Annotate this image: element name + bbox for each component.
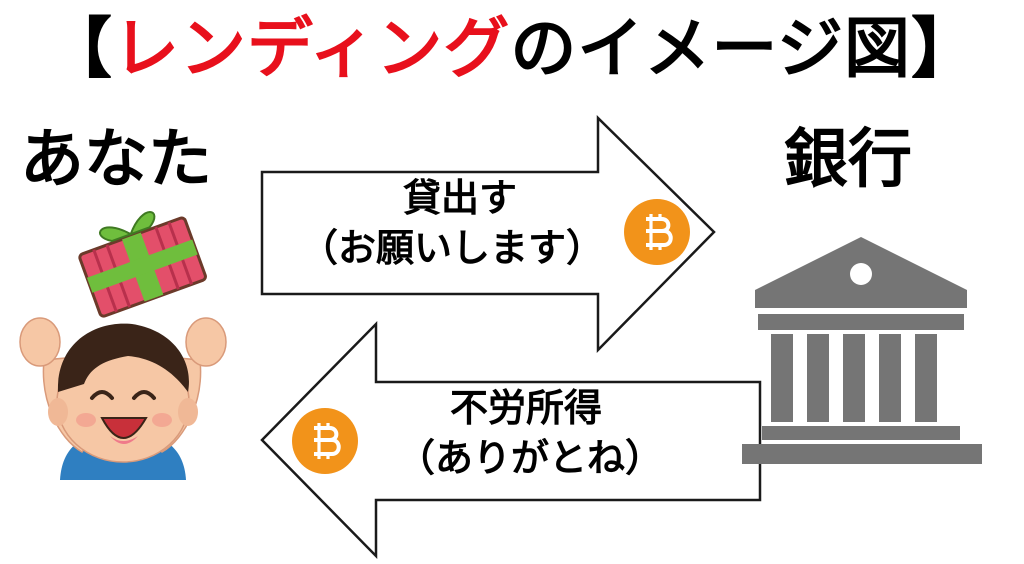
title-bracket-close: 】 bbox=[911, 10, 979, 87]
arrow-to-bank-label: 貸出す bbox=[402, 176, 517, 220]
gift-icon bbox=[78, 211, 207, 318]
you-label: あなた bbox=[20, 123, 212, 197]
page-title: 【レンディングのイメージ図】 bbox=[0, 6, 1024, 92]
bitcoin-icon bbox=[624, 199, 690, 265]
person-icon bbox=[19, 317, 227, 480]
arrow-to-bank-sublabel: （お願いします） bbox=[299, 226, 604, 270]
arrow-to-you-sublabel: （ありがとね） bbox=[396, 436, 663, 480]
bank-icon bbox=[742, 237, 982, 464]
title-bracket-open: 【 bbox=[45, 10, 113, 87]
arrow-to-you-label: 不労所得 bbox=[449, 386, 602, 430]
bank-label: 銀行 bbox=[784, 123, 912, 197]
arrow-to-bank bbox=[260, 115, 716, 354]
title-rest: のイメージ図 bbox=[510, 10, 912, 87]
title-highlight: レンディング bbox=[112, 10, 511, 87]
arrow-to-you bbox=[260, 320, 762, 560]
bitcoin-icon bbox=[292, 408, 358, 474]
